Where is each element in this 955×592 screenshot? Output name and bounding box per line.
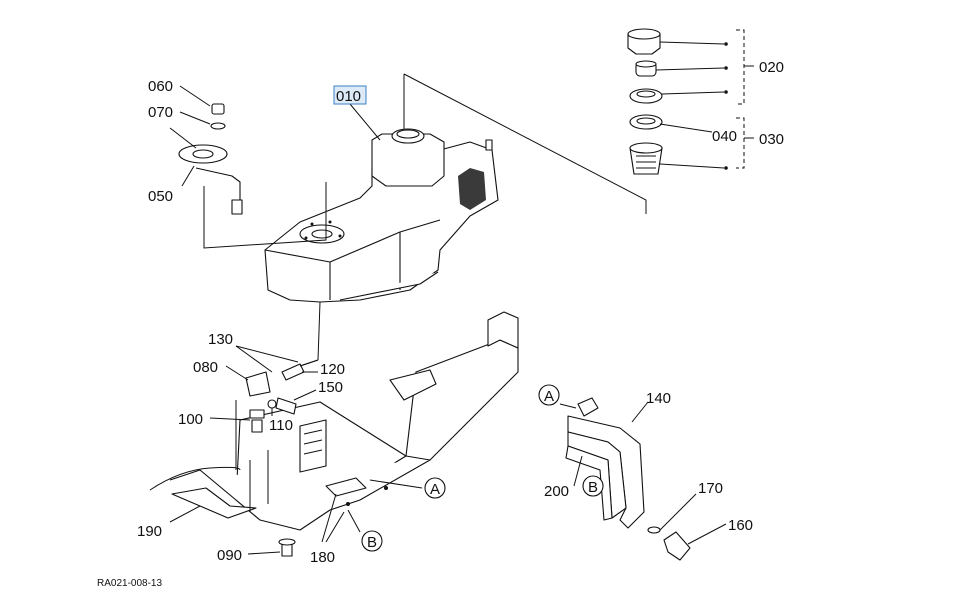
- fuel-line-fittings[interactable]: [209, 345, 319, 557]
- callout-130[interactable]: 130: [208, 331, 233, 348]
- ref-b-frame-label: B: [367, 534, 377, 551]
- callout-150[interactable]: 150: [318, 379, 343, 396]
- tank-support-frame[interactable]: [149, 311, 519, 531]
- fuel-tank-protector[interactable]: [559, 397, 727, 561]
- ref-a-frame-label: A: [430, 481, 440, 498]
- callout-100[interactable]: 100: [178, 411, 203, 428]
- callout-160[interactable]: 160: [728, 517, 753, 534]
- ref-b-frame[interactable]: B: [361, 530, 383, 552]
- callout-020[interactable]: 020: [759, 59, 784, 76]
- callout-110[interactable]: 110: [269, 417, 293, 434]
- callout-170[interactable]: 170: [698, 480, 723, 497]
- fuel-cap-assembly[interactable]: [627, 28, 754, 175]
- callout-080[interactable]: 080: [193, 359, 218, 376]
- callout-070[interactable]: 070: [148, 104, 173, 121]
- highlight-box: [333, 85, 367, 105]
- ref-a-protector-label: A: [544, 388, 554, 405]
- ref-b-protector[interactable]: B: [582, 475, 604, 497]
- callout-050[interactable]: 050: [148, 188, 173, 205]
- callout-190[interactable]: 190: [137, 523, 162, 540]
- callout-180[interactable]: 180: [310, 549, 335, 566]
- callout-leaders: [169, 103, 423, 543]
- callout-090[interactable]: 090: [217, 547, 242, 564]
- ref-a-protector[interactable]: A: [538, 384, 560, 406]
- callout-040[interactable]: 040: [712, 128, 737, 145]
- ref-b-protector-label: B: [588, 479, 598, 496]
- fuel-tank[interactable]: [264, 73, 647, 367]
- ref-a-frame[interactable]: A: [424, 477, 446, 499]
- fuel-sender-unit[interactable]: [169, 85, 327, 249]
- callout-010[interactable]: 010: [336, 88, 361, 105]
- callout-200[interactable]: 200: [544, 483, 569, 500]
- callout-030[interactable]: 030: [759, 131, 784, 148]
- callout-120[interactable]: 120: [320, 361, 345, 378]
- diagram-code: RA021-008-13: [97, 578, 162, 589]
- callout-060[interactable]: 060: [148, 78, 173, 95]
- callout-140[interactable]: 140: [646, 390, 671, 407]
